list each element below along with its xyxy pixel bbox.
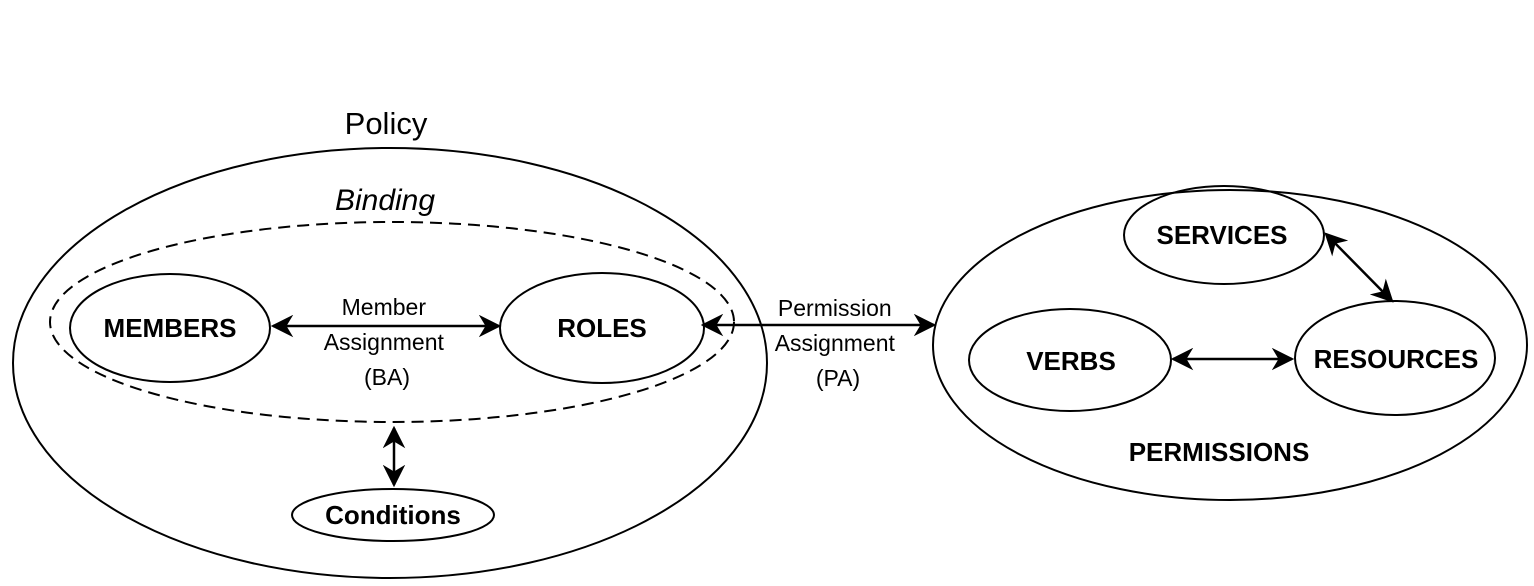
permission-assignment-line-3: (PA) bbox=[816, 365, 860, 391]
permission-assignment-label: Permission Assignment (PA) bbox=[775, 295, 902, 391]
member-assignment-line-3: (BA) bbox=[364, 364, 410, 390]
services-resources-arrow bbox=[1324, 232, 1394, 303]
conditions-node bbox=[291, 488, 495, 542]
policy-ellipse bbox=[12, 147, 768, 579]
member-assignment-line-2: Assignment bbox=[324, 329, 445, 355]
policy-title: Policy bbox=[345, 106, 428, 141]
resources-node bbox=[1294, 300, 1496, 416]
permission-assignment-line-2: Assignment bbox=[775, 330, 896, 356]
member-assignment-label: Member Assignment (BA) bbox=[324, 294, 451, 390]
verbs-label: VERBS bbox=[1026, 346, 1116, 376]
services-label: SERVICES bbox=[1156, 220, 1287, 250]
permissions-title: PERMISSIONS bbox=[1129, 437, 1310, 467]
binding-label: Binding bbox=[335, 184, 435, 217]
services-node bbox=[1123, 185, 1325, 285]
member-assignment-line-1: Member bbox=[342, 294, 427, 320]
resources-label: RESOURCES bbox=[1314, 344, 1479, 374]
members-label: MEMBERS bbox=[104, 313, 237, 343]
permissions-ellipse bbox=[932, 189, 1528, 501]
conditions-label: Conditions bbox=[325, 500, 461, 530]
permission-assignment-line-1: Permission bbox=[778, 295, 892, 321]
roles-label: ROLES bbox=[557, 313, 647, 343]
members-node bbox=[69, 273, 271, 383]
